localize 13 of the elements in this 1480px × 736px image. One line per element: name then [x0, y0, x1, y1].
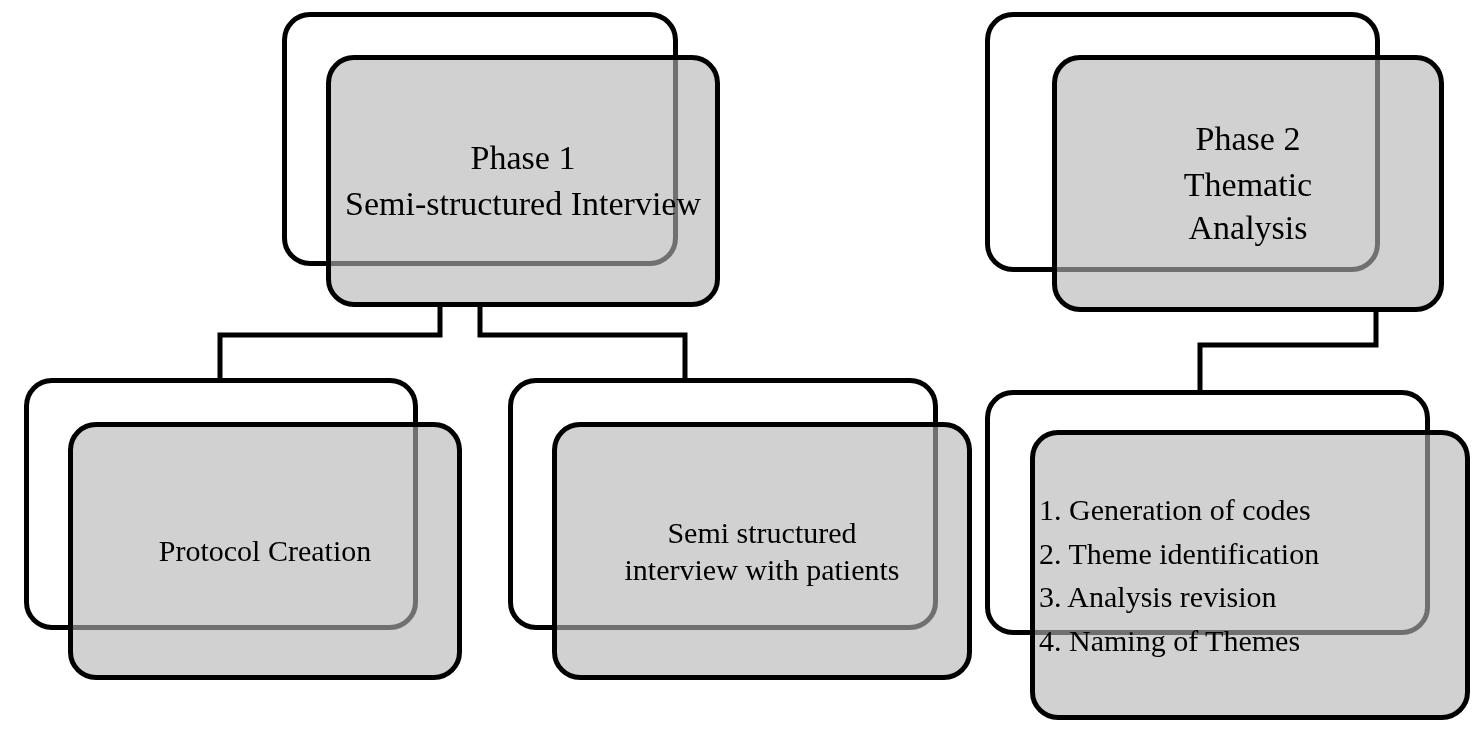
node-text: 1. Generation of codes [1039, 492, 1311, 528]
node-text: Semi-structured Interview [345, 184, 701, 224]
connector-line [1197, 312, 1379, 390]
node-text: Semi structured interview with patients [623, 514, 901, 588]
connector-line [217, 307, 443, 378]
connector-line [477, 307, 688, 378]
node-text: Phase 1 [470, 137, 576, 178]
node-text: 2. Theme identification [1039, 535, 1320, 572]
node-text: 3. Analysis revision [1039, 579, 1277, 615]
node-text: Thematic Analysis [1182, 165, 1314, 248]
node-text: Phase 2 [1195, 118, 1301, 159]
node-text: Protocol Creation [158, 533, 372, 570]
node-text: 4. Naming of Themes [1039, 622, 1301, 659]
